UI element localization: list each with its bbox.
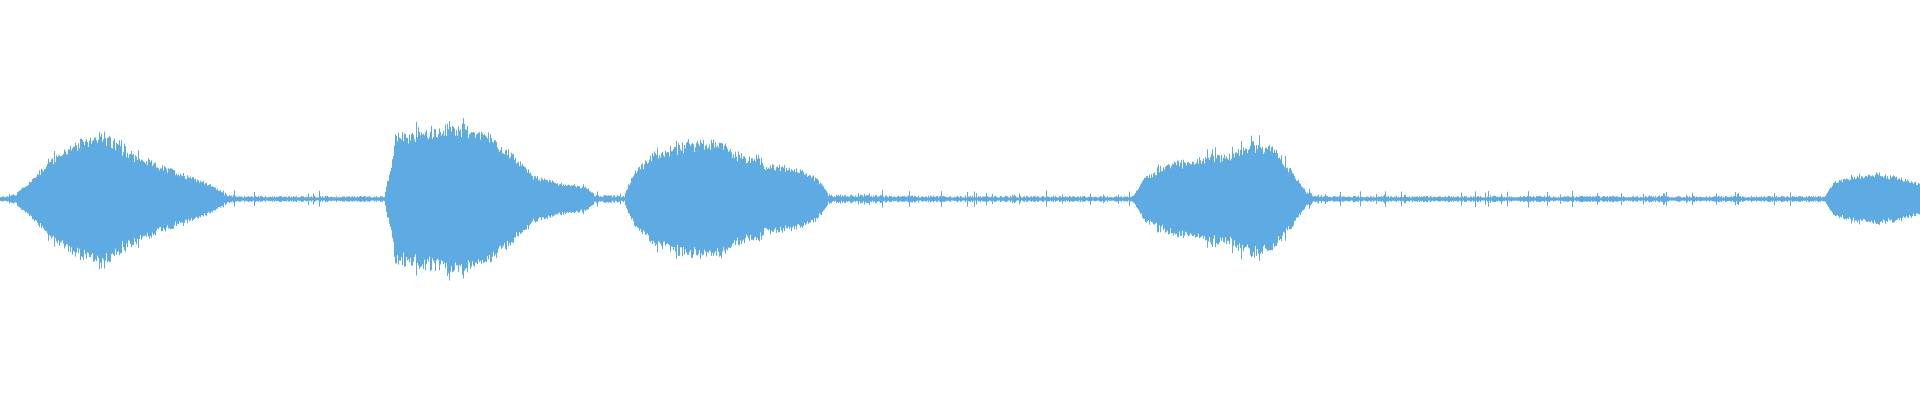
waveform-samples [0,118,1920,281]
